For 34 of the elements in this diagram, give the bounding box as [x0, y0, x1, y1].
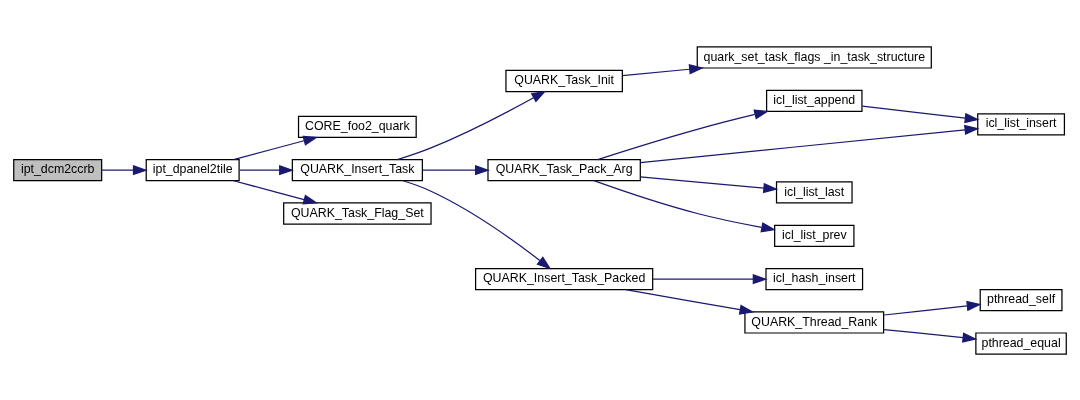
node-box: ipt_dcm2ccrb: [13, 158, 103, 181]
node-box: pthread_self: [979, 288, 1063, 311]
node-box: icl_list_insert: [977, 112, 1066, 135]
arrow: [625, 288, 755, 315]
node-box: icl_list_append: [766, 89, 863, 112]
node-box: icl_list_last: [775, 180, 853, 204]
arrow: [422, 164, 490, 175]
arrow: [597, 108, 770, 160]
node-box: icl_list_prev: [774, 224, 855, 247]
arrow: [639, 124, 980, 163]
node-box: ipt_dpanel2tile: [145, 158, 240, 181]
arrow: [396, 90, 547, 160]
node-box: quark_set_task_flags _in_task_structure: [696, 45, 932, 69]
node-box: QUARK_Task_Init: [505, 69, 623, 92]
arrow: [402, 179, 552, 270]
arrow: [861, 105, 980, 123]
node-box: QUARK_Task_Flag_Set: [283, 201, 432, 225]
node-box: CORE_foo2_quark: [297, 115, 417, 138]
arrow: [101, 164, 148, 175]
node-box: QUARK_Thread_Rank: [744, 310, 885, 334]
arrow: [232, 135, 319, 160]
arrow: [232, 179, 319, 205]
arrow: [883, 300, 982, 316]
node-box: pthread_equal: [975, 331, 1067, 355]
arrow: [639, 175, 779, 193]
node-box: QUARK_Insert_Task_Packed: [475, 267, 654, 290]
arrow: [652, 273, 768, 284]
node-box: QUARK_Task_Pack_Arg: [487, 158, 641, 181]
node-box: icl_hash_insert: [765, 267, 864, 290]
arrow: [593, 179, 776, 232]
arrow: [238, 164, 294, 175]
arrow: [621, 63, 704, 76]
node-box: QUARK_Insert_Task: [291, 158, 423, 181]
arrow: [883, 328, 978, 343]
